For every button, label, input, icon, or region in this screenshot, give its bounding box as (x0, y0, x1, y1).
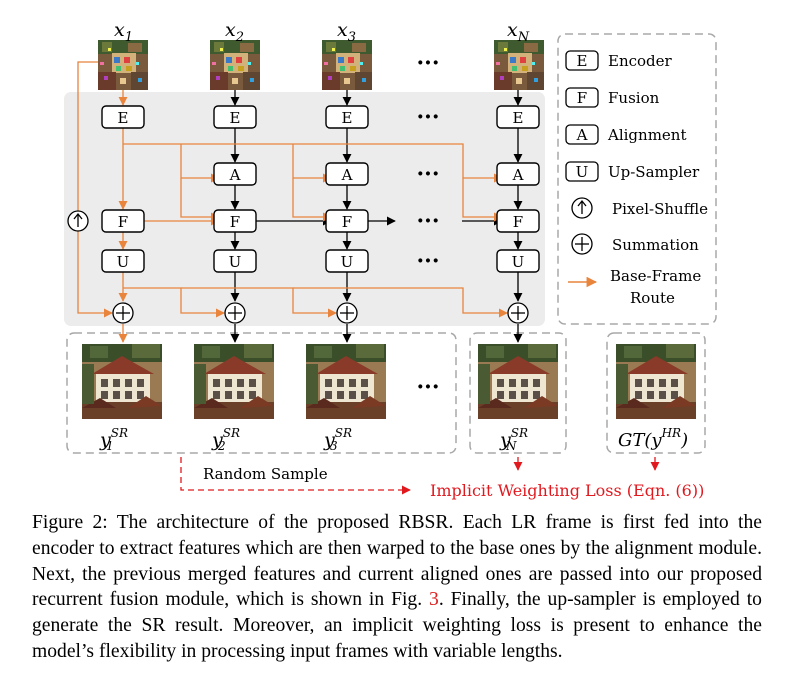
fusion-n-label: F (513, 213, 523, 231)
ellipsis-upsampler: ··· (417, 248, 440, 274)
ground-truth-frame (616, 344, 696, 419)
legend-summation-label: Summation (612, 236, 699, 254)
ellipsis-inputs: ··· (417, 50, 440, 76)
fusion-2 (213, 209, 257, 233)
figure-ref-link[interactable]: 3 (429, 589, 439, 611)
legend-upsampler-key (565, 161, 599, 182)
input-label-3: x3 (337, 19, 356, 45)
input-label-2: x2 (225, 19, 244, 45)
alignment-2-label: A (229, 166, 241, 184)
encoder-2-label: E (230, 109, 241, 127)
upsampler-1-label: U (117, 253, 130, 271)
alignment-n (496, 162, 540, 186)
ground-truth-label: GT(yHR) (618, 426, 688, 451)
legend-fusion-key (565, 87, 599, 108)
legend-fusion-label: Fusion (608, 89, 660, 107)
legend-alignment-key (565, 124, 599, 145)
input-frame-3 (322, 40, 372, 90)
legend: E Encoder F Fusion A Alignment U Up-Samp… (565, 50, 708, 307)
svg-text:E: E (577, 52, 588, 70)
module-panel (64, 92, 545, 326)
legend-pixel-shuffle-label: Pixel-Shuffle (612, 200, 708, 218)
fusion-n (496, 209, 540, 233)
encoder-1-label: E (118, 109, 129, 127)
legend-upsampler-label: Up-Sampler (608, 163, 700, 181)
summation-1-icon (112, 302, 134, 324)
input-frame-n (494, 40, 544, 90)
legend-pixel-shuffle-icon (571, 197, 593, 219)
upsampler-2 (213, 249, 257, 273)
encoder-n (496, 105, 540, 129)
output-frame-3 (306, 344, 386, 419)
encoder-2 (213, 105, 257, 129)
loss-label: Implicit Weighting Loss (Eqn. (6)) (430, 481, 704, 500)
alignment-n-label: A (512, 166, 524, 184)
legend-summation-icon (571, 233, 593, 255)
alignment-2 (213, 162, 257, 186)
legend-box (557, 33, 717, 325)
input-label-1: x1 (114, 19, 133, 45)
summation-3-icon (336, 302, 358, 324)
upsampler-3-label: U (341, 253, 354, 271)
pixel-shuffle-icon (67, 210, 89, 232)
encoder-3-label: E (342, 109, 353, 127)
legend-encoder-key (565, 50, 599, 71)
upsampler-n-label: U (512, 253, 525, 271)
legend-base-route-label-2: Route (630, 289, 675, 307)
upsampler-1 (101, 249, 145, 273)
input-label-n: xN (507, 19, 530, 45)
svg-text:U: U (576, 163, 589, 181)
upsampler-n (496, 249, 540, 273)
encoder-3 (325, 105, 369, 129)
fusion-3-label: F (342, 213, 352, 231)
input-frame-1 (98, 40, 148, 90)
upsampler-3 (325, 249, 369, 273)
ground-truth-box (606, 332, 706, 454)
ellipsis-outputs: ··· (417, 374, 440, 400)
fusion-3 (325, 209, 369, 233)
legend-encoder-label: Encoder (608, 52, 673, 70)
legend-alignment-label: Alignment (607, 126, 686, 144)
summation-2-icon (224, 302, 246, 324)
input-frame-2 (210, 40, 260, 90)
alignment-3-label: A (341, 166, 353, 184)
svg-text:A: A (576, 126, 588, 144)
ellipsis-encoder: ··· (417, 104, 440, 130)
fusion-1-label: F (118, 213, 128, 231)
output-frame-2 (194, 344, 274, 419)
output-frame-n (478, 344, 558, 419)
encoder-1 (101, 105, 145, 129)
summation-n-icon (507, 302, 529, 324)
legend-base-route-label-1: Base-Frame (610, 267, 701, 285)
output-frame-1 (82, 344, 162, 419)
fusion-1 (101, 209, 145, 233)
ellipsis-align: ··· (417, 161, 440, 187)
svg-text:F: F (577, 89, 587, 107)
output-group-box (66, 332, 457, 454)
architecture-figure: x1 x2 x3 xN ··· ··· ··· ··· ··· ··· (64, 19, 717, 500)
encoder-n-label: E (513, 109, 524, 127)
ellipsis-fusion: ··· (417, 208, 440, 234)
figure-caption: Figure 2: The architecture of the propos… (32, 512, 762, 662)
fusion-2-label: F (230, 213, 240, 231)
alignment-3 (325, 162, 369, 186)
upsampler-2-label: U (229, 253, 242, 271)
random-sample-label: Random Sample (203, 465, 328, 483)
